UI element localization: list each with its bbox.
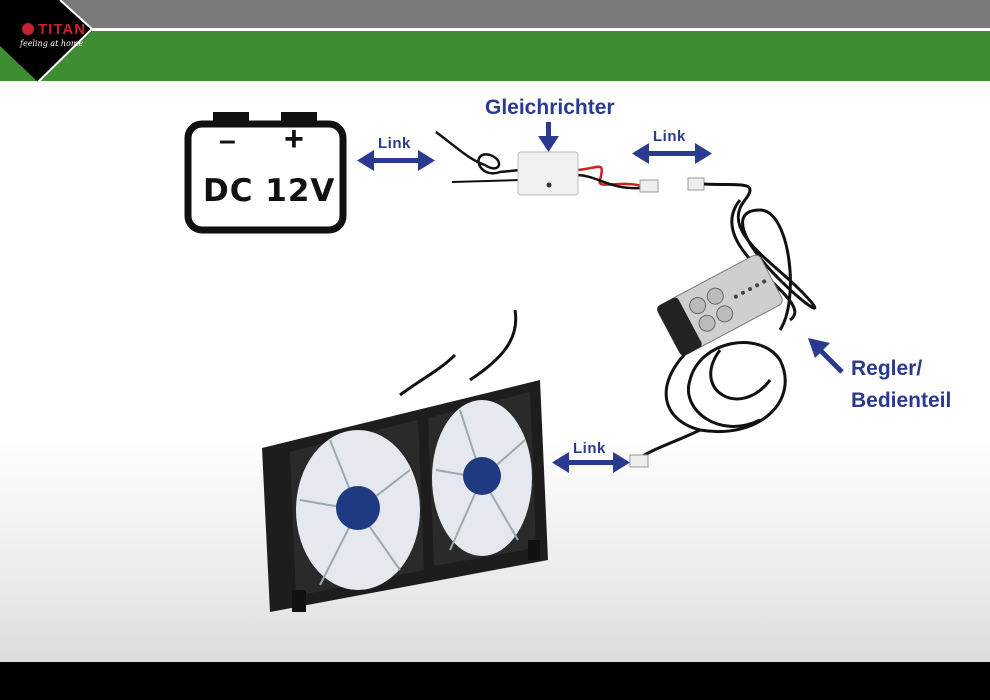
logo-background (0, 0, 92, 82)
controller-pointer-arrow (808, 338, 844, 374)
battery-minus: – (219, 124, 236, 157)
titan-logo-icon (22, 23, 34, 35)
rectifier-device (435, 131, 659, 196)
top-grey-bar (0, 0, 990, 28)
link-label-1: Link (378, 135, 411, 152)
bottom-black-bar (0, 662, 990, 700)
link-label-3: Link (573, 440, 606, 457)
logo-tagline: feeling at home (20, 39, 84, 48)
link-arrow-2 (632, 143, 712, 164)
twin-fan-unit (262, 309, 548, 612)
link-label-2: Link (653, 128, 686, 145)
fan-right-icon (432, 400, 532, 556)
link-arrow-1 (357, 150, 435, 171)
battery-plus: + (284, 120, 304, 158)
controller-label-line2: Bedienteil (851, 389, 952, 412)
link-arrow-3 (552, 452, 630, 473)
logo-brand: TITAN (38, 21, 87, 38)
fan-left-icon (296, 430, 420, 590)
rectifier-pointer-arrow (538, 122, 559, 152)
green-header-band (0, 31, 990, 81)
controller-cable (629, 177, 817, 468)
battery-icon (184, 112, 347, 234)
remote-controller-device (657, 254, 783, 356)
battery-label: DC 12V (203, 173, 336, 209)
controller-label-line1: Regler/ (851, 357, 923, 380)
rectifier-label: Gleichrichter (485, 96, 615, 119)
